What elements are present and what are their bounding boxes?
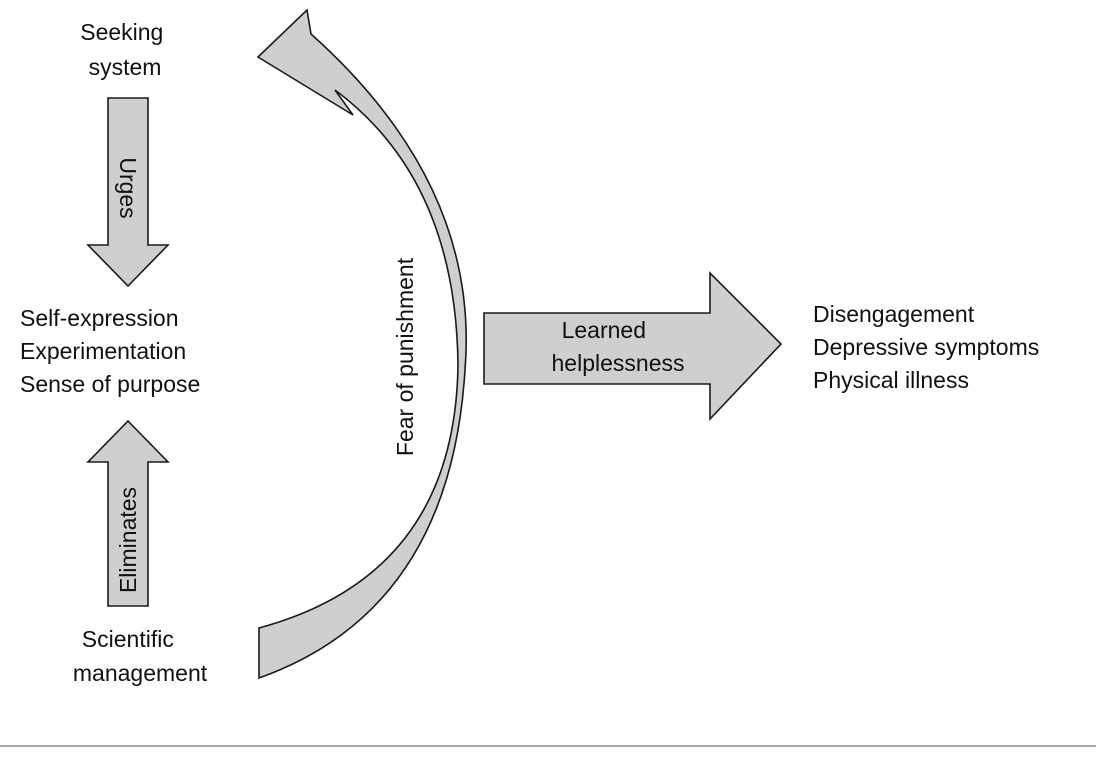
right-outcome-physical-illness: Physical illness — [813, 367, 969, 393]
center-outcome-sense-of-purpose: Sense of purpose — [20, 371, 200, 397]
right-outcome-disengagement: Disengagement — [813, 301, 975, 327]
fear-of-punishment-label: Fear of punishment — [392, 257, 418, 456]
seeking-system-line-1: Seeking — [80, 19, 163, 45]
right-outcomes-label: Disengagement Depressive symptoms Physic… — [813, 301, 1046, 393]
right-arrow-shape — [483, 271, 783, 422]
center-outcomes-label: Self-expression Experimentation Sense of… — [20, 305, 200, 397]
center-outcome-experimentation: Experimentation — [20, 338, 186, 364]
learned-helplessness-label: Learned helplessness — [552, 317, 685, 376]
eliminates-label: Eliminates — [115, 487, 141, 593]
learned-helplessness-line-1: Learned — [562, 317, 646, 343]
learned-helplessness-arrow: Learned helplessness — [483, 271, 783, 422]
curved-arrow-shape — [256, 8, 467, 680]
scientific-management-line-2: management — [73, 660, 208, 686]
urges-label: Urges — [115, 157, 141, 218]
scientific-management-label: Scientific management — [73, 626, 208, 686]
eliminates-arrow: Eliminates — [86, 419, 170, 607]
down-arrow-shape — [86, 97, 170, 288]
up-arrow-shape — [86, 419, 170, 607]
seeking-system-label: Seeking system — [80, 19, 170, 80]
right-outcome-depressive-symptoms: Depressive symptoms — [813, 334, 1039, 360]
fear-of-punishment-arrow: Fear of punishment — [256, 8, 467, 680]
center-outcome-self-expression: Self-expression — [20, 305, 179, 331]
learned-helplessness-line-2: helplessness — [552, 350, 685, 376]
urges-arrow: Urges — [86, 97, 170, 288]
seeking-system-line-2: system — [89, 54, 162, 80]
scientific-management-line-1: Scientific — [82, 626, 174, 652]
